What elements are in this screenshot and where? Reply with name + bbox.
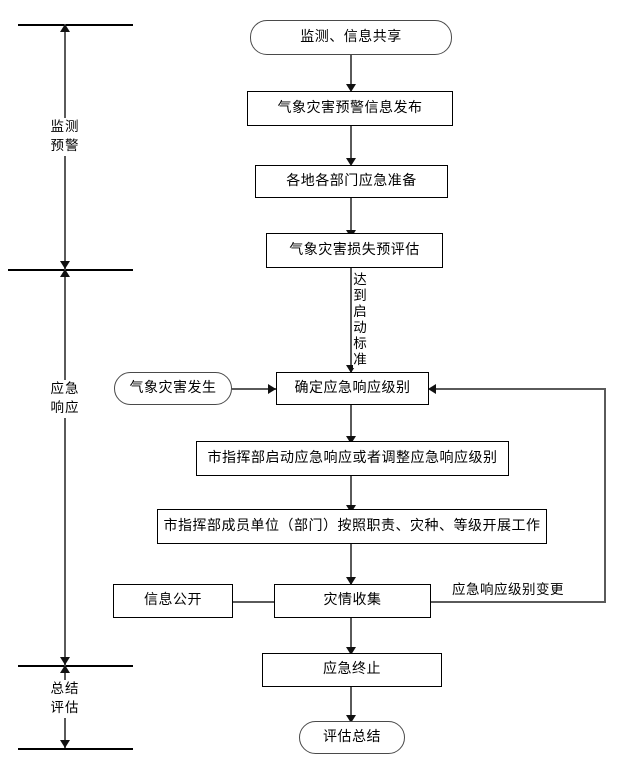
node-information-disclosure[interactable]: 信息公开 [113, 584, 233, 618]
connector-n8-n10-arrow [346, 577, 356, 585]
phase-label-response: 应急 响应 [30, 380, 100, 418]
node-warning-release[interactable]: 气象灾害预警信息发布 [247, 91, 453, 126]
node-loss-preassessment[interactable]: 气象灾害损失预评估 [266, 233, 443, 268]
phase-divider-mid-2 [18, 665, 133, 667]
feedback-loop-arrow [428, 384, 436, 394]
connector-n8-n10 [350, 543, 352, 585]
connector-n5-n6-arrow [268, 384, 276, 394]
phase-divider-top [18, 24, 133, 26]
node-monitoring-info-sharing[interactable]: 监测、信息共享 [250, 20, 452, 55]
phase-divider-bottom [18, 748, 133, 750]
phase-axis-response [64, 269, 66, 665]
phase-arrow-monitoring-top [60, 24, 70, 32]
feedback-loop-right [604, 388, 606, 602]
connector-n6-n7 [350, 404, 352, 442]
node-hq-start-or-adjust-response[interactable]: 市指挥部启动应急响应或者调整应急响应级别 [196, 441, 509, 476]
node-disaster-data-collection[interactable]: 灾情收集 [274, 584, 431, 618]
connector-n4-n6-arrow [346, 365, 356, 373]
phase-arrow-monitoring-bottom [60, 261, 70, 269]
connector-n5-n6 [232, 388, 278, 390]
phase-arrow-summary-bottom [60, 740, 70, 748]
node-determine-response-level[interactable]: 确定应急响应级别 [276, 372, 429, 405]
phase-arrow-summary-top [60, 665, 70, 673]
edge-label-level-change: 应急响应级别变更 [452, 578, 564, 598]
phase-divider-mid-1 [8, 269, 133, 271]
connector-n10-n11 [350, 617, 352, 655]
connector-n3-n4 [350, 197, 352, 234]
phase-arrow-response-top [60, 269, 70, 277]
feedback-loop-top [436, 388, 605, 390]
node-disaster-occurrence[interactable]: 气象灾害发生 [114, 372, 232, 405]
connector-n9-n10 [232, 601, 276, 603]
phase-arrow-response-bottom [60, 657, 70, 665]
connector-n10-n11-arrow [346, 647, 356, 655]
edge-label-trigger-criteria: 达到启动标准 [353, 272, 367, 368]
connector-n6-n7-arrow [346, 436, 356, 444]
node-assessment-summary[interactable]: 评估总结 [299, 721, 405, 754]
connector-n1-n2-arrow [346, 84, 356, 92]
connector-n7-n8 [350, 475, 352, 512]
connector-n2-n3 [350, 125, 352, 162]
node-local-dept-preparation[interactable]: 各地各部门应急准备 [255, 165, 448, 198]
connector-n2-n3-arrow [346, 158, 356, 166]
connector-n1-n2 [350, 54, 352, 88]
node-emergency-termination[interactable]: 应急终止 [262, 653, 442, 687]
phase-label-summary: 总结 评估 [30, 680, 100, 718]
connector-n11-n12 [350, 686, 352, 724]
node-member-units-duties[interactable]: 市指挥部成员单位（部门）按照职责、灾种、等级开展工作 [157, 509, 547, 544]
connector-n11-n12-arrow [346, 715, 356, 723]
connector-n4-n6 [350, 267, 352, 373]
phase-label-monitoring: 监测 预警 [30, 118, 100, 156]
feedback-loop-bottom [430, 601, 606, 603]
